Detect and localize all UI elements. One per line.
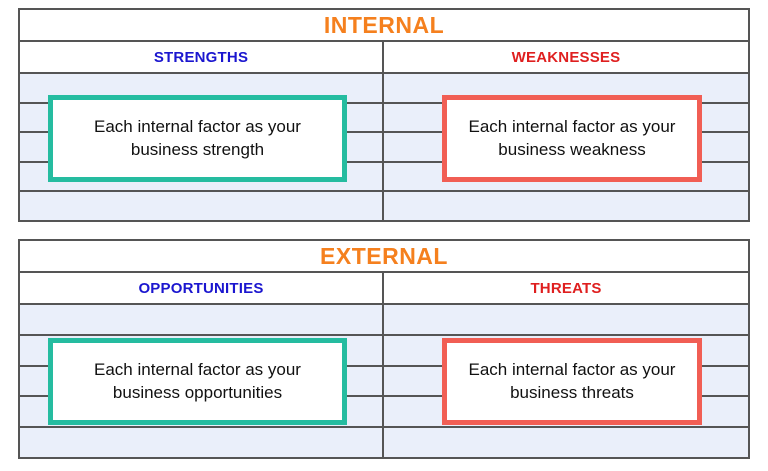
strengths-note-box: Each internal factor as your business st… — [48, 95, 347, 182]
weaknesses-header-cell: WEAKNESSES — [384, 42, 748, 72]
weaknesses-note-box: Each internal factor as your business we… — [442, 95, 702, 182]
empty-cell — [384, 305, 748, 334]
empty-cell — [384, 192, 748, 220]
weaknesses-note-text: Each internal factor as your business we… — [468, 116, 676, 159]
empty-cell — [20, 103, 384, 132]
opportunities-note-text: Each internal factor as your business op… — [94, 359, 301, 402]
empty-cell — [20, 305, 384, 334]
threats-header-cell: THREATS — [384, 273, 748, 303]
strengths-note-text: Each internal factor as your business st… — [94, 116, 301, 159]
external-table: EXTERNAL OPPORTUNITIES THREATS — [18, 239, 750, 459]
strengths-header-cell: STRENGTHS — [20, 42, 384, 72]
empty-cell — [384, 428, 748, 457]
internal-table: INTERNAL STRENGTHS WEAKNESSES — [18, 8, 750, 222]
empty-row — [20, 426, 748, 457]
empty-cell — [20, 74, 384, 102]
empty-cell — [20, 428, 384, 457]
empty-cell — [20, 335, 384, 365]
opportunities-header: OPPORTUNITIES — [138, 279, 264, 297]
internal-title-row: INTERNAL — [20, 10, 748, 42]
threats-note-text: Each internal factor as your business th… — [468, 359, 676, 402]
internal-title: INTERNAL — [323, 11, 445, 38]
empty-cell — [20, 397, 384, 427]
external-header-row: OPPORTUNITIES THREATS — [20, 273, 748, 303]
empty-cell — [20, 366, 384, 396]
empty-cell — [20, 192, 384, 220]
empty-cell — [20, 133, 384, 161]
empty-row — [20, 303, 748, 334]
threats-note-box: Each internal factor as your business th… — [442, 338, 702, 425]
opportunities-header-cell: OPPORTUNITIES — [20, 273, 384, 303]
external-title: EXTERNAL — [320, 242, 448, 269]
threats-header: THREATS — [530, 279, 602, 297]
strengths-header: STRENGTHS — [153, 48, 249, 66]
weaknesses-header: WEAKNESSES — [511, 48, 621, 66]
empty-cell — [20, 162, 384, 191]
empty-row — [20, 190, 748, 220]
internal-header-row: STRENGTHS WEAKNESSES — [20, 42, 748, 72]
opportunities-note-box: Each internal factor as your business op… — [48, 338, 347, 425]
external-title-row: EXTERNAL — [20, 241, 748, 273]
